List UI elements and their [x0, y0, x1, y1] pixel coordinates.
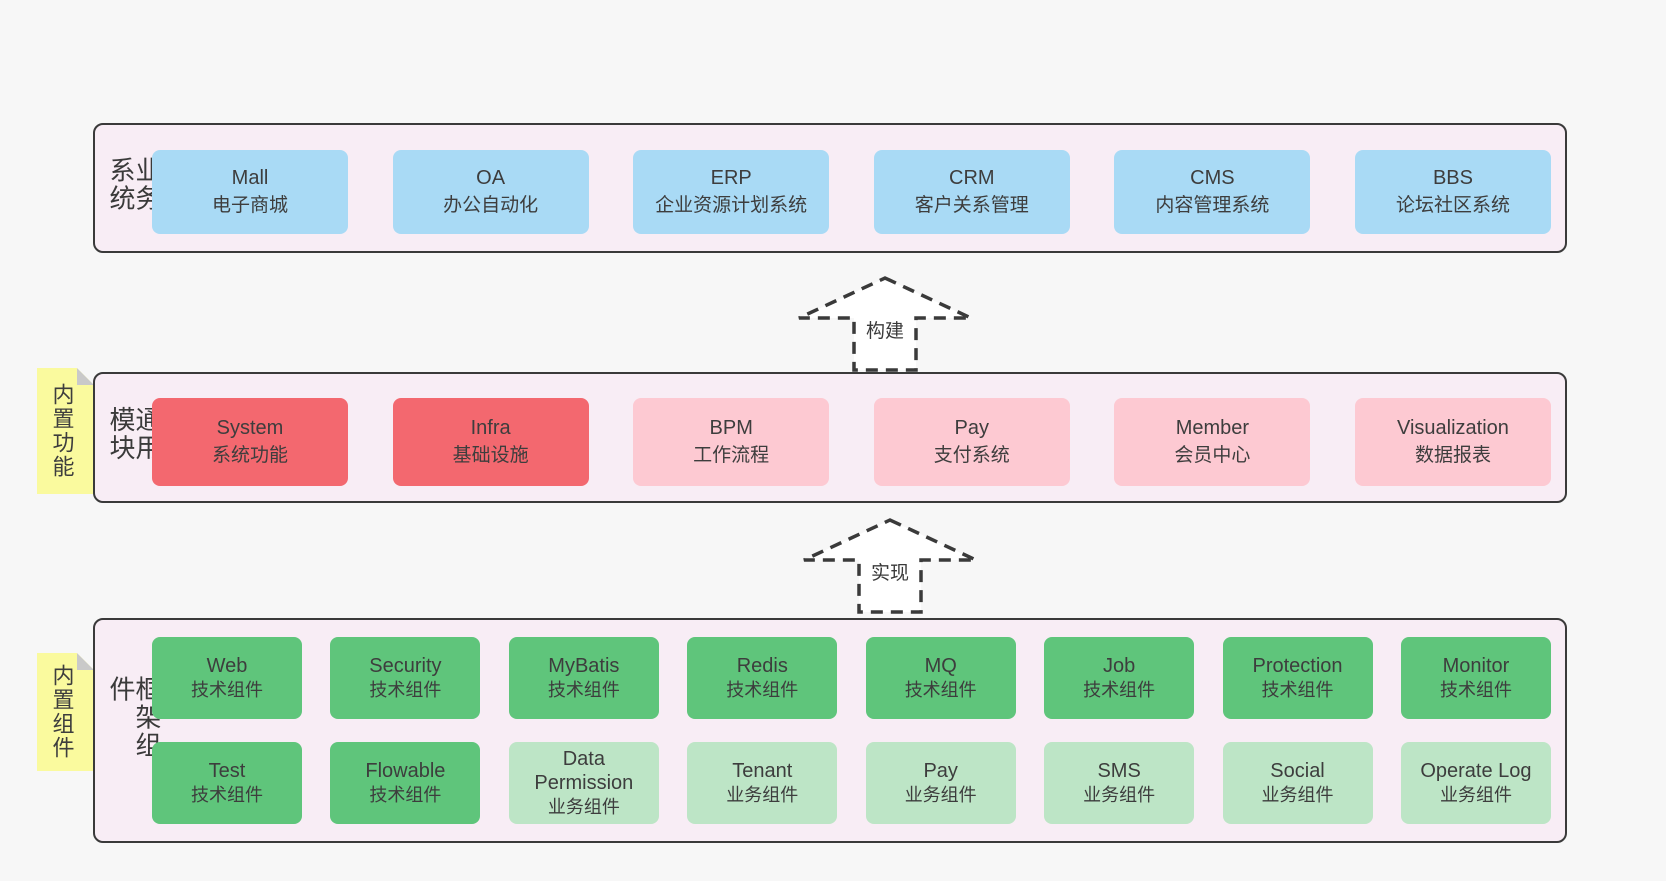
framework-box-redis: Redis 技术组件 — [687, 637, 838, 719]
business-box-bbs: BBS 论坛社区系统 — [1354, 150, 1551, 234]
framework-box-data-permission: Data Permission 业务组件 — [508, 742, 659, 824]
sticky-note-text: 内置组件 — [49, 664, 75, 760]
business-box-oa: OA 办公自动化 — [392, 150, 589, 234]
module-box-system: System 系统功能 — [152, 398, 348, 486]
folded-corner-icon — [77, 653, 94, 670]
folded-corner-icon — [77, 368, 94, 385]
framework-box-sms: SMS 业务组件 — [1044, 742, 1195, 824]
sticky-note-text: 内置功能 — [49, 383, 75, 479]
build-arrow-label: 构建 — [863, 315, 907, 344]
framework-row-1: Web 技术组件 Security 技术组件 MyBatis 技术组件 Redi… — [152, 637, 1551, 719]
build-arrow: 构建 — [797, 276, 973, 372]
framework-components-panel: 框架组件 Web 技术组件 Security 技术组件 MyBatis 技术组件… — [93, 618, 1567, 843]
framework-box-monitor: Monitor 技术组件 — [1400, 637, 1551, 719]
framework-row-2: Test 技术组件 Flowable 技术组件 Data Permission … — [152, 742, 1551, 824]
sticky-note-builtin-features: 内置功能 — [37, 368, 94, 494]
sticky-note-builtin-components: 内置组件 — [37, 653, 94, 771]
implement-arrow: 实现 — [802, 518, 978, 614]
module-box-member: Member 会员中心 — [1114, 398, 1311, 486]
business-box-cms: CMS 内容管理系统 — [1114, 150, 1311, 234]
framework-box-tenant: Tenant 业务组件 — [687, 742, 838, 824]
framework-box-mq: MQ 技术组件 — [865, 637, 1016, 719]
framework-box-security: Security 技术组件 — [330, 637, 481, 719]
framework-box-social: Social 业务组件 — [1222, 742, 1373, 824]
business-box-erp: ERP 企业资源计划系统 — [633, 150, 830, 234]
framework-box-pay: Pay 业务组件 — [865, 742, 1016, 824]
module-box-visualization: Visualization 数据报表 — [1354, 398, 1551, 486]
framework-box-flowable: Flowable 技术组件 — [330, 742, 481, 824]
implement-arrow-label: 实现 — [868, 557, 912, 586]
modules-row: System 系统功能 Infra 基础设施 BPM 工作流程 Pay 支付系统… — [152, 398, 1551, 486]
business-systems-panel: 业务系统 Mall 电子商城 OA 办公自动化 ERP 企业资源计划系统 CRM… — [93, 123, 1567, 253]
framework-box-operate-log: Operate Log 业务组件 — [1400, 742, 1551, 824]
module-box-infra: Infra 基础设施 — [392, 398, 589, 486]
module-box-pay: Pay 支付系统 — [873, 398, 1070, 486]
framework-box-test: Test 技术组件 — [152, 742, 302, 824]
business-box-mall: Mall 电子商城 — [152, 150, 348, 234]
framework-box-mybatis: MyBatis 技术组件 — [508, 637, 659, 719]
framework-box-job: Job 技术组件 — [1044, 637, 1195, 719]
business-systems-row: Mall 电子商城 OA 办公自动化 ERP 企业资源计划系统 CRM 客户关系… — [152, 150, 1551, 234]
common-modules-panel: 通用模块 System 系统功能 Infra 基础设施 BPM 工作流程 Pay… — [93, 372, 1567, 503]
framework-box-web: Web 技术组件 — [152, 637, 302, 719]
framework-box-protection: Protection 技术组件 — [1222, 637, 1373, 719]
module-box-bpm: BPM 工作流程 — [633, 398, 830, 486]
business-box-crm: CRM 客户关系管理 — [873, 150, 1070, 234]
